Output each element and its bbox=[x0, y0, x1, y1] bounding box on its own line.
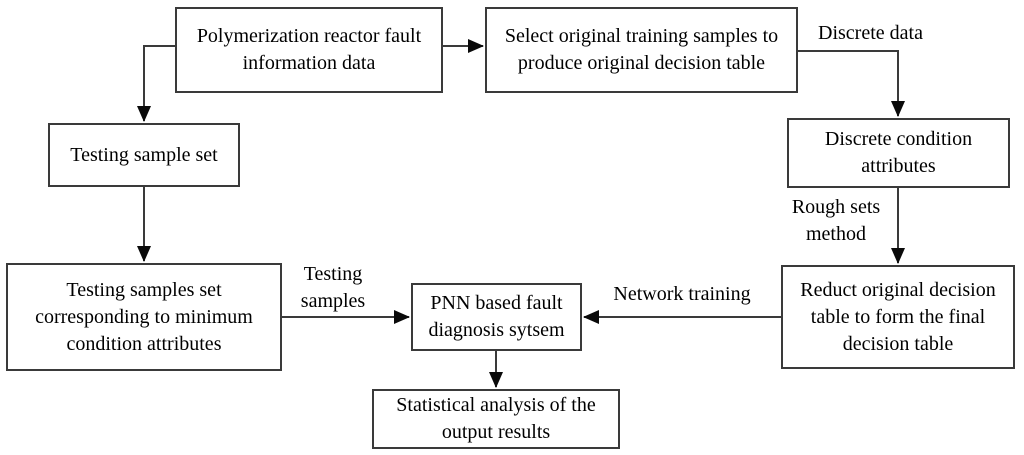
connector-select-original-to-discrete-condition bbox=[797, 50, 905, 117]
node-testing-samples-minimum-attributes: Testing samples set corresponding to min… bbox=[6, 263, 282, 371]
node-reduct-decision-table: Reduct original decision table to form t… bbox=[781, 265, 1015, 369]
node-polymerization-fault-data: Polymerization reactor fault information… bbox=[175, 7, 443, 93]
edge-label-discrete-data: Discrete data bbox=[818, 22, 923, 44]
connector-fault-data-to-testing-sample-set bbox=[137, 45, 175, 122]
edge-label-rough-sets-method: Rough sets method bbox=[791, 196, 881, 245]
node-select-original-training-samples: Select original training samples to prod… bbox=[485, 7, 798, 93]
node-statistical-analysis-output: Statistical analysis of the output resul… bbox=[372, 389, 620, 449]
edge-label-testing-samples: Testing samples bbox=[300, 263, 366, 312]
node-pnn-fault-diagnosis-system: PNN based fault diagnosis sytsem bbox=[411, 283, 582, 351]
node-testing-sample-set: Testing sample set bbox=[48, 123, 240, 187]
node-discrete-condition-attributes: Discrete condition attributes bbox=[787, 118, 1010, 188]
edge-label-network-training: Network training bbox=[613, 283, 751, 305]
